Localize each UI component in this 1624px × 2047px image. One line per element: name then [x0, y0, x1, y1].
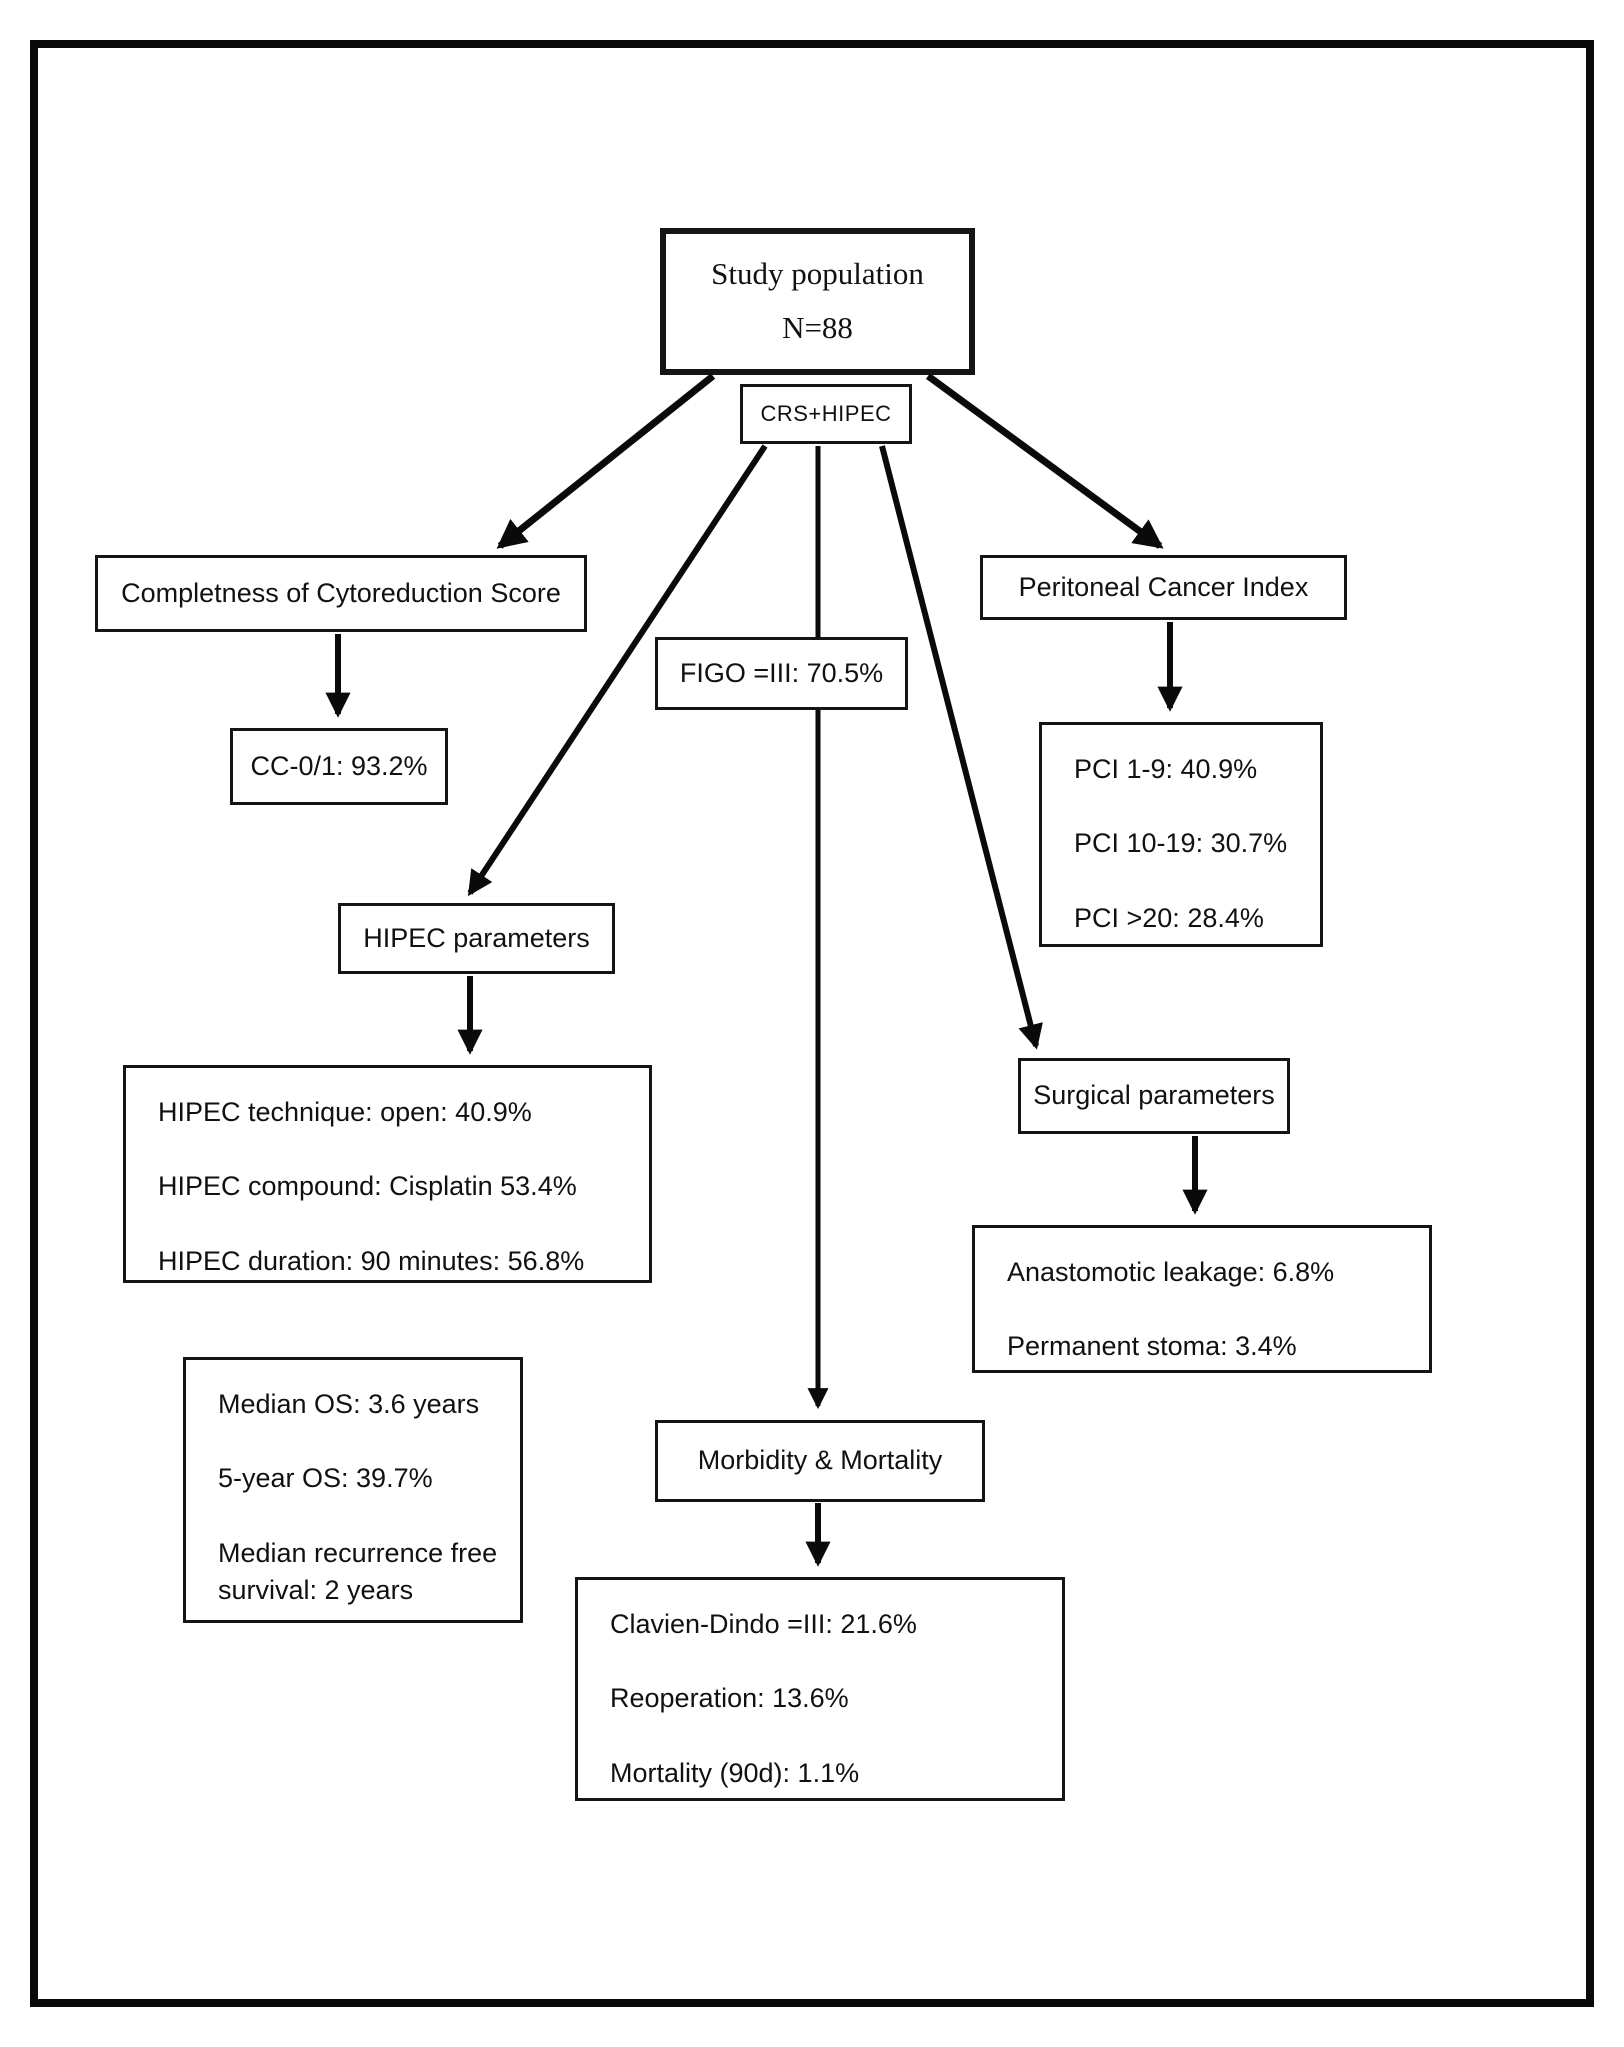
- surgical-line-1: Anastomotic leakage: 6.8%: [1007, 1257, 1335, 1287]
- ccs-title-label: Completness of Cytoreduction Score: [121, 577, 561, 608]
- morbidity-values-box: Clavien-Dindo =III: 21.6% Reoperation: 1…: [575, 1577, 1065, 1801]
- arrow-crs-to-hipec: [467, 444, 768, 897]
- surgical-values-box: Anastomotic leakage: 6.8% Permanent stom…: [972, 1225, 1432, 1373]
- surgical-title-box: Surgical parameters: [1018, 1058, 1290, 1134]
- figo-label: FIGO =III: 70.5%: [679, 657, 884, 688]
- pci-title-box: Peritoneal Cancer Index: [980, 555, 1347, 620]
- morbidity-title-box: Morbidity & Mortality: [655, 1420, 985, 1502]
- morbidity-line-2: Reoperation: 13.6%: [610, 1683, 849, 1714]
- hipec-line-1: HIPEC technique: open: 40.9%: [158, 1097, 532, 1127]
- pci-title-label: Peritoneal Cancer Index: [1018, 571, 1309, 602]
- morbidity-title-label: Morbidity & Mortality: [697, 1445, 943, 1476]
- pci-line-2: PCI 10-19: 30.7%: [1074, 828, 1288, 859]
- hipec-values-box: HIPEC technique: open: 40.9% HIPEC compo…: [123, 1065, 652, 1283]
- study-population-title: Study population: [711, 256, 924, 292]
- surgical-title-label: Surgical parameters: [1033, 1080, 1275, 1111]
- hipec-line-2: HIPEC compound: Cisplatin 53.4%: [158, 1171, 577, 1202]
- survival-box: Median OS: 3.6 years 5-year OS: 39.7% Me…: [183, 1357, 523, 1623]
- pci-values-box: PCI 1-9: 40.9% PCI 10-19: 30.7% PCI >20:…: [1039, 722, 1323, 947]
- cc-result-label: CC-0/1: 93.2%: [250, 750, 428, 781]
- survival-line-3: Median recurrence free survival: 2 years: [218, 1537, 498, 1605]
- page-border-frame: [30, 40, 1594, 2007]
- arrow-study-to-ccs: [496, 373, 716, 549]
- study-population-n: N=88: [782, 310, 853, 346]
- morbidity-line-3: Mortality (90d): 1.1%: [610, 1757, 860, 1788]
- hipec-title-label: HIPEC parameters: [363, 922, 590, 953]
- hipec-title-box: HIPEC parameters: [338, 903, 615, 974]
- surgical-line-2: Permanent stoma: 3.4%: [1007, 1331, 1297, 1362]
- pci-line-3: PCI >20: 28.4%: [1074, 902, 1264, 933]
- cc-result-box: CC-0/1: 93.2%: [230, 728, 448, 805]
- figo-box: FIGO =III: 70.5%: [655, 637, 908, 710]
- survival-line-1: Median OS: 3.6 years: [218, 1389, 480, 1419]
- hipec-line-3: HIPEC duration: 90 minutes: 56.8%: [158, 1245, 585, 1276]
- crs-hipec-label: CRS+HIPEC: [760, 401, 892, 427]
- ccs-title-box: Completness of Cytoreduction Score: [95, 555, 587, 632]
- arrow-crs-to-surgical: [879, 445, 1043, 1050]
- pci-line-1: PCI 1-9: 40.9%: [1074, 754, 1258, 784]
- survival-line-2: 5-year OS: 39.7%: [218, 1463, 433, 1494]
- study-population-box: Study population N=88: [660, 228, 975, 375]
- arrow-study-to-pci: [925, 373, 1164, 549]
- crs-hipec-box: CRS+HIPEC: [740, 384, 912, 444]
- morbidity-line-1: Clavien-Dindo =III: 21.6%: [610, 1609, 917, 1639]
